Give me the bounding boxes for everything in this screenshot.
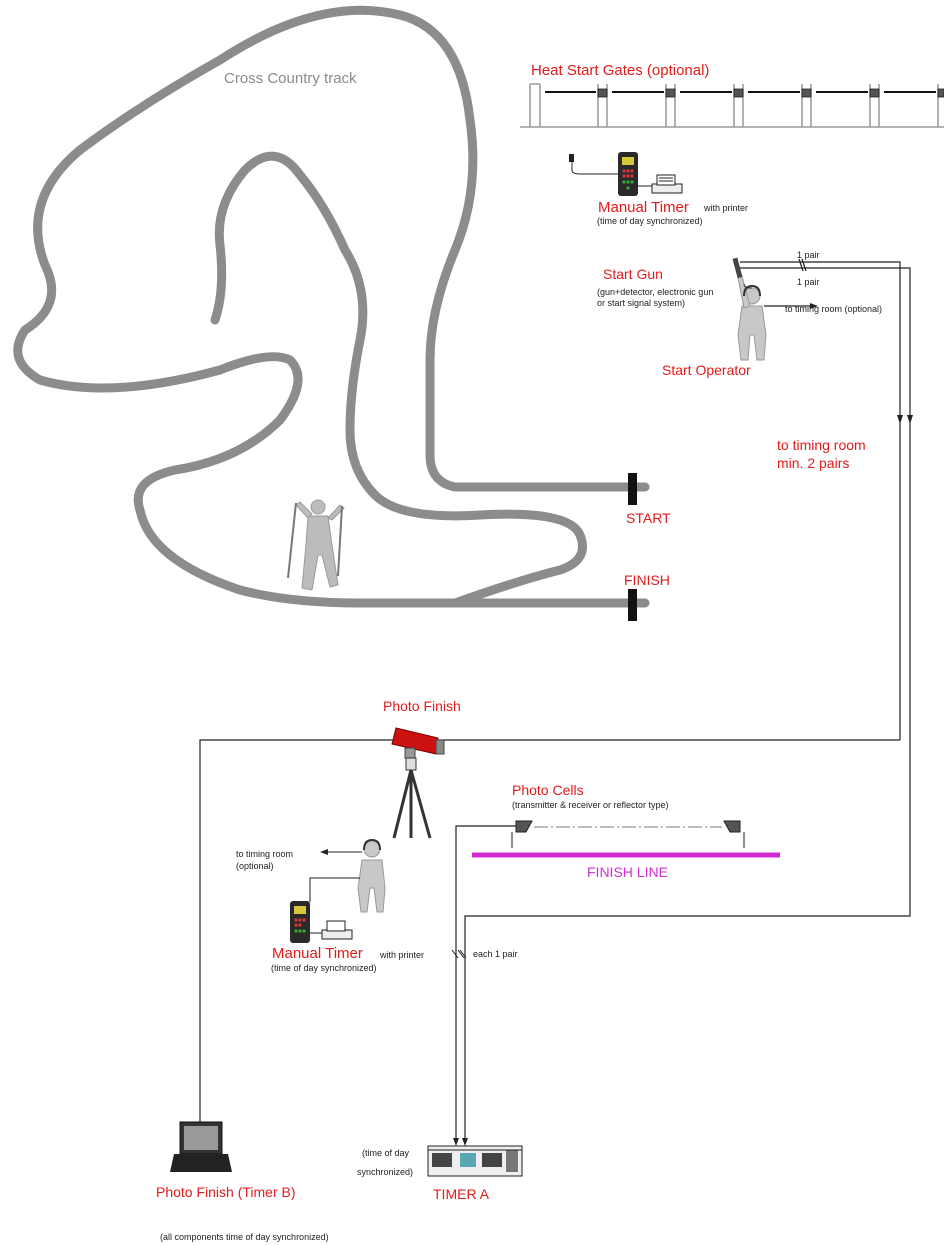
timer-a-label: TIMER A <box>433 1186 490 1202</box>
track-label: Cross Country track <box>224 70 357 87</box>
photo-cells-label: Photo Cells <box>512 782 584 798</box>
cross-country-track <box>13 5 650 608</box>
tod-sync-bottom-label: (time of day synchronized) <box>271 963 377 973</box>
tripod-icon <box>392 757 432 839</box>
start-operator-label: Start Operator <box>662 362 751 378</box>
to-timing-room-left-2: (optional) <box>236 861 274 871</box>
printer-icon <box>310 920 353 940</box>
photo-finish-camera-icon <box>391 727 445 759</box>
start-gate-icon <box>520 83 944 128</box>
to-timing-room-left-1: to timing room <box>236 849 294 859</box>
with-printer-top-label: with printer <box>704 203 749 213</box>
manual-timer-bottom-label: Manual Timer <box>272 945 363 962</box>
photo-cells-desc: (transmitter & receiver or reflector typ… <box>512 800 669 810</box>
with-printer-bottom-label: with printer <box>380 950 425 960</box>
start-label: START <box>626 510 671 526</box>
finish-operator-icon <box>357 838 386 913</box>
tod-sync-top-label: (time of day synchronized) <box>597 216 703 226</box>
start-gun-icon <box>732 257 743 279</box>
timer-device-icon <box>427 1145 523 1177</box>
to-timing-room-optional-top: to timing room (optional) <box>785 304 883 314</box>
footnote: (all components time of day synchronized… <box>160 1232 329 1242</box>
tod-left-1: (time of day <box>362 1148 410 1158</box>
start-operator-icon <box>737 275 767 361</box>
start-wires <box>199 258 911 1140</box>
one-pair-label-b: 1 pair <box>797 277 820 287</box>
photo-cell-wire <box>455 825 516 1140</box>
to-timing-room-label-1: to timing room <box>777 437 866 453</box>
one-pair-label-a: 1 pair <box>797 250 820 260</box>
start-gun-desc-1: (gun+detector, electronic gun <box>597 287 714 297</box>
heat-start-gates-label: Heat Start Gates (optional) <box>531 62 710 79</box>
skier-icon <box>287 499 345 591</box>
photo-cell-icon <box>511 820 745 848</box>
start-post <box>628 473 637 505</box>
photo-finish-timer-b-label: Photo Finish (Timer B) <box>156 1184 296 1200</box>
to-timing-room-label-2: min. 2 pairs <box>777 455 850 471</box>
photo-finish-label: Photo Finish <box>383 698 461 714</box>
manual-timer-icon <box>569 152 638 196</box>
finish-label: FINISH <box>624 572 670 588</box>
laptop-icon <box>170 1121 232 1172</box>
finish-post <box>628 589 637 621</box>
finish-line-label: FINISH LINE <box>587 864 668 880</box>
start-gun-label: Start Gun <box>603 266 663 282</box>
manual-timer-icon <box>290 901 310 943</box>
start-gun-desc-2: or start signal system) <box>597 298 686 308</box>
each-one-pair-label: each 1 pair <box>473 949 518 959</box>
printer-icon <box>638 174 683 194</box>
manual-timer-top-label: Manual Timer <box>598 199 689 216</box>
tod-left-2: synchronized) <box>357 1167 414 1177</box>
